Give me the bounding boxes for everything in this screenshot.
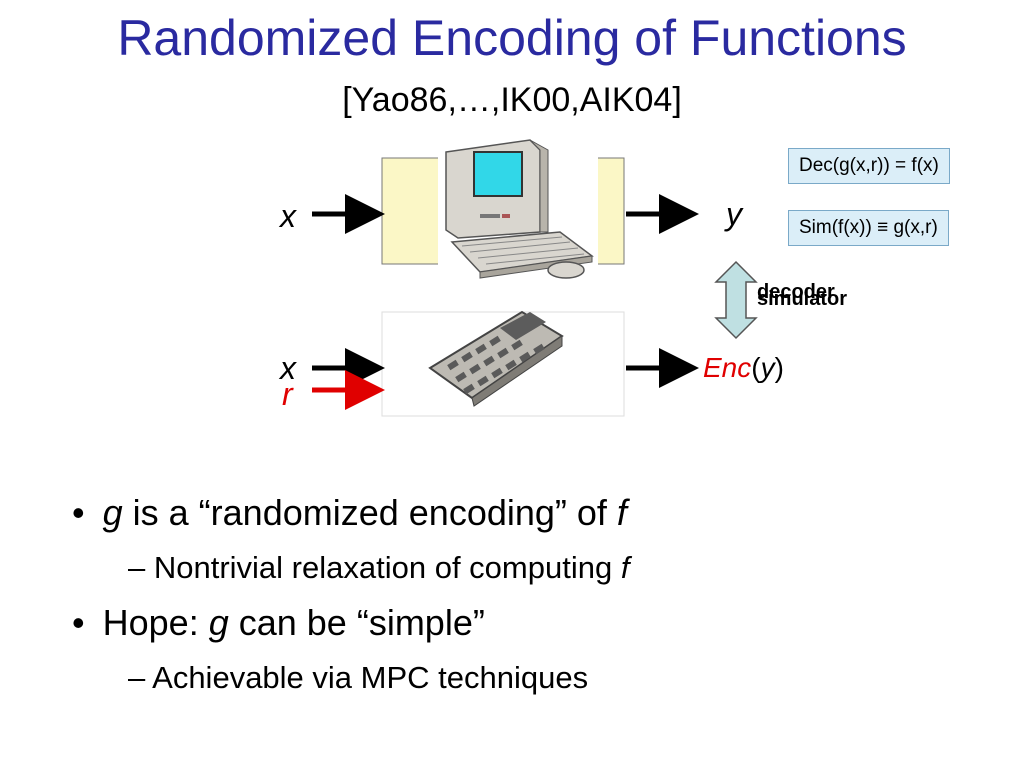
slide-citation: [Yao86,…,IK00,AIK04]: [342, 81, 682, 119]
label-enc: Enc(y): [703, 352, 784, 384]
slide-title: Randomized Encoding of Functions: [117, 10, 907, 66]
bullet-2-sub: – Achievable via MPC techniques: [128, 660, 588, 696]
computer-icon: [438, 139, 598, 285]
bullet-2-sub-text: – Achievable via MPC techniques: [128, 660, 589, 695]
encoding-diagram: [312, 139, 758, 417]
bullet-1-sub: – Nontrivial relaxation of computing f: [128, 550, 629, 586]
bullet-1: • g is a “randomized encoding” of f: [72, 492, 627, 534]
enc-prefix: Enc: [703, 352, 752, 383]
bullet-1-var: g: [102, 492, 123, 533]
label-x-top: x: [280, 198, 296, 234]
enc-open: (: [751, 352, 761, 383]
label-r-bottom: r: [282, 376, 293, 412]
label-y-top: y: [726, 196, 742, 232]
label-x-bottom: x: [280, 350, 296, 386]
simulator-equation: Sim(f(x)) ≡ g(x,r): [788, 210, 949, 246]
enc-var: y: [760, 352, 775, 383]
label-simulator: simulator: [757, 288, 848, 310]
bullet-1-sub-text: – Nontrivial relaxation of computing: [128, 550, 621, 585]
bullet-2-var: g: [208, 602, 229, 643]
bullet-dot: •: [72, 492, 85, 533]
bullet-2-text: can be “simple”: [228, 602, 485, 643]
bullet-1-var2: f: [616, 492, 627, 533]
bullet-2-prefix: Hope:: [102, 602, 209, 643]
label-decoder: decoder: [757, 281, 835, 303]
bullet-1-sub-var: f: [620, 550, 630, 585]
decoder-equation: Dec(g(x,r)) = f(x): [788, 148, 950, 184]
bullet-dot: •: [72, 602, 85, 643]
bullet-2: • Hope: g can be “simple”: [72, 602, 485, 644]
enc-close: ): [774, 352, 784, 383]
decoder-simulator-arrow: [714, 260, 758, 340]
calculator-icon: [428, 310, 564, 407]
bullet-1-text: is a “randomized encoding” of: [122, 492, 617, 533]
